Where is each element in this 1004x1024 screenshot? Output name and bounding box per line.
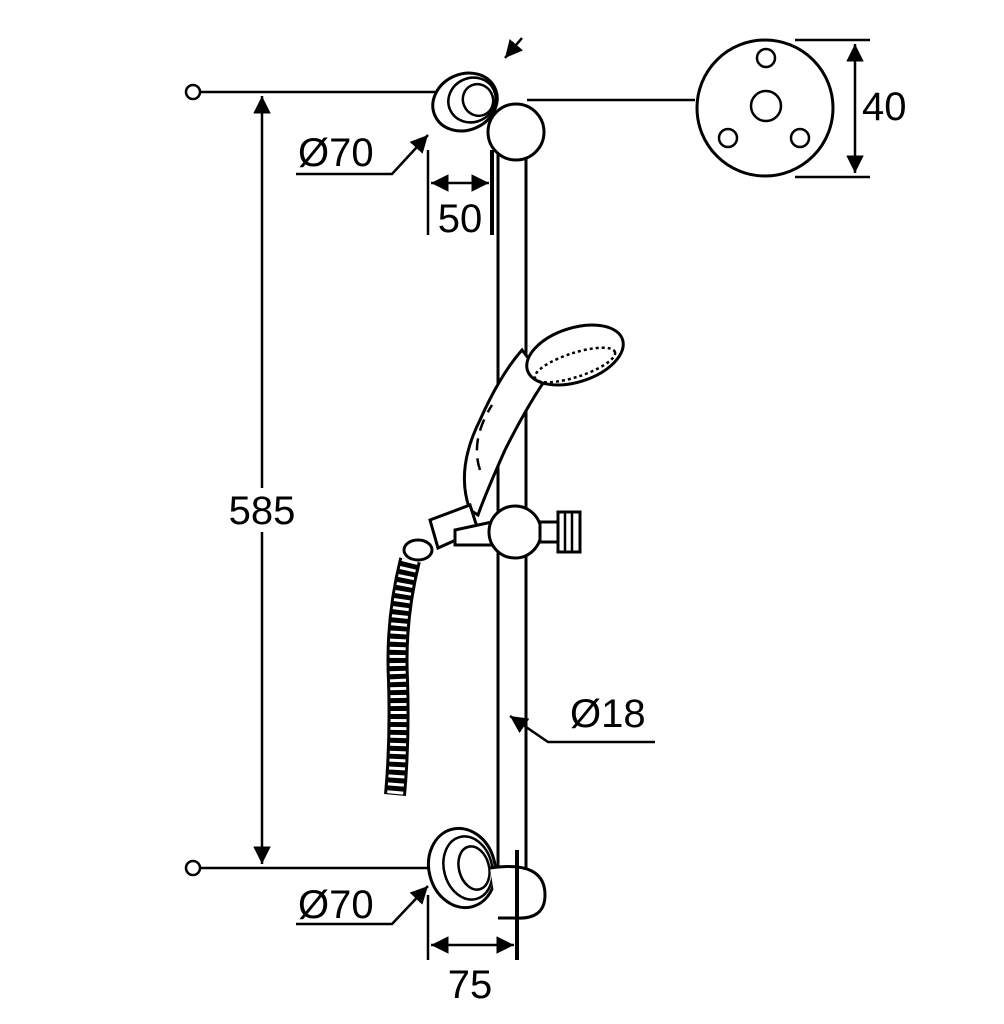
dimension-bottom-bracket-diameter: Ø70 — [296, 883, 429, 927]
dimension-rosette-height: 40 — [795, 38, 907, 179]
label-top-o70: Ø70 — [298, 131, 374, 175]
dimension-top-bracket-diameter: Ø70 — [296, 131, 429, 176]
dimension-rail-length: 585 — [218, 96, 308, 864]
wall-reference-top — [184, 83, 440, 101]
slider-holder — [453, 504, 582, 560]
label-50: 50 — [438, 197, 483, 241]
label-75: 75 — [448, 963, 493, 1007]
label-40: 40 — [862, 85, 907, 129]
top-bracket — [431, 37, 695, 162]
dimension-rail-diameter: Ø18 — [509, 692, 655, 744]
dimension-top-projection: 50 — [426, 150, 489, 241]
wall-reference-bottom — [184, 859, 440, 877]
label-o18: Ø18 — [570, 692, 646, 736]
label-bottom-o70: Ø70 — [298, 883, 374, 927]
bottom-bracket — [426, 826, 547, 960]
wall-rosette — [695, 38, 835, 178]
label-585: 585 — [229, 489, 296, 533]
hand-shower — [402, 323, 625, 562]
shower-hose — [384, 557, 421, 796]
dimension-bottom-projection: 75 — [426, 895, 514, 1007]
